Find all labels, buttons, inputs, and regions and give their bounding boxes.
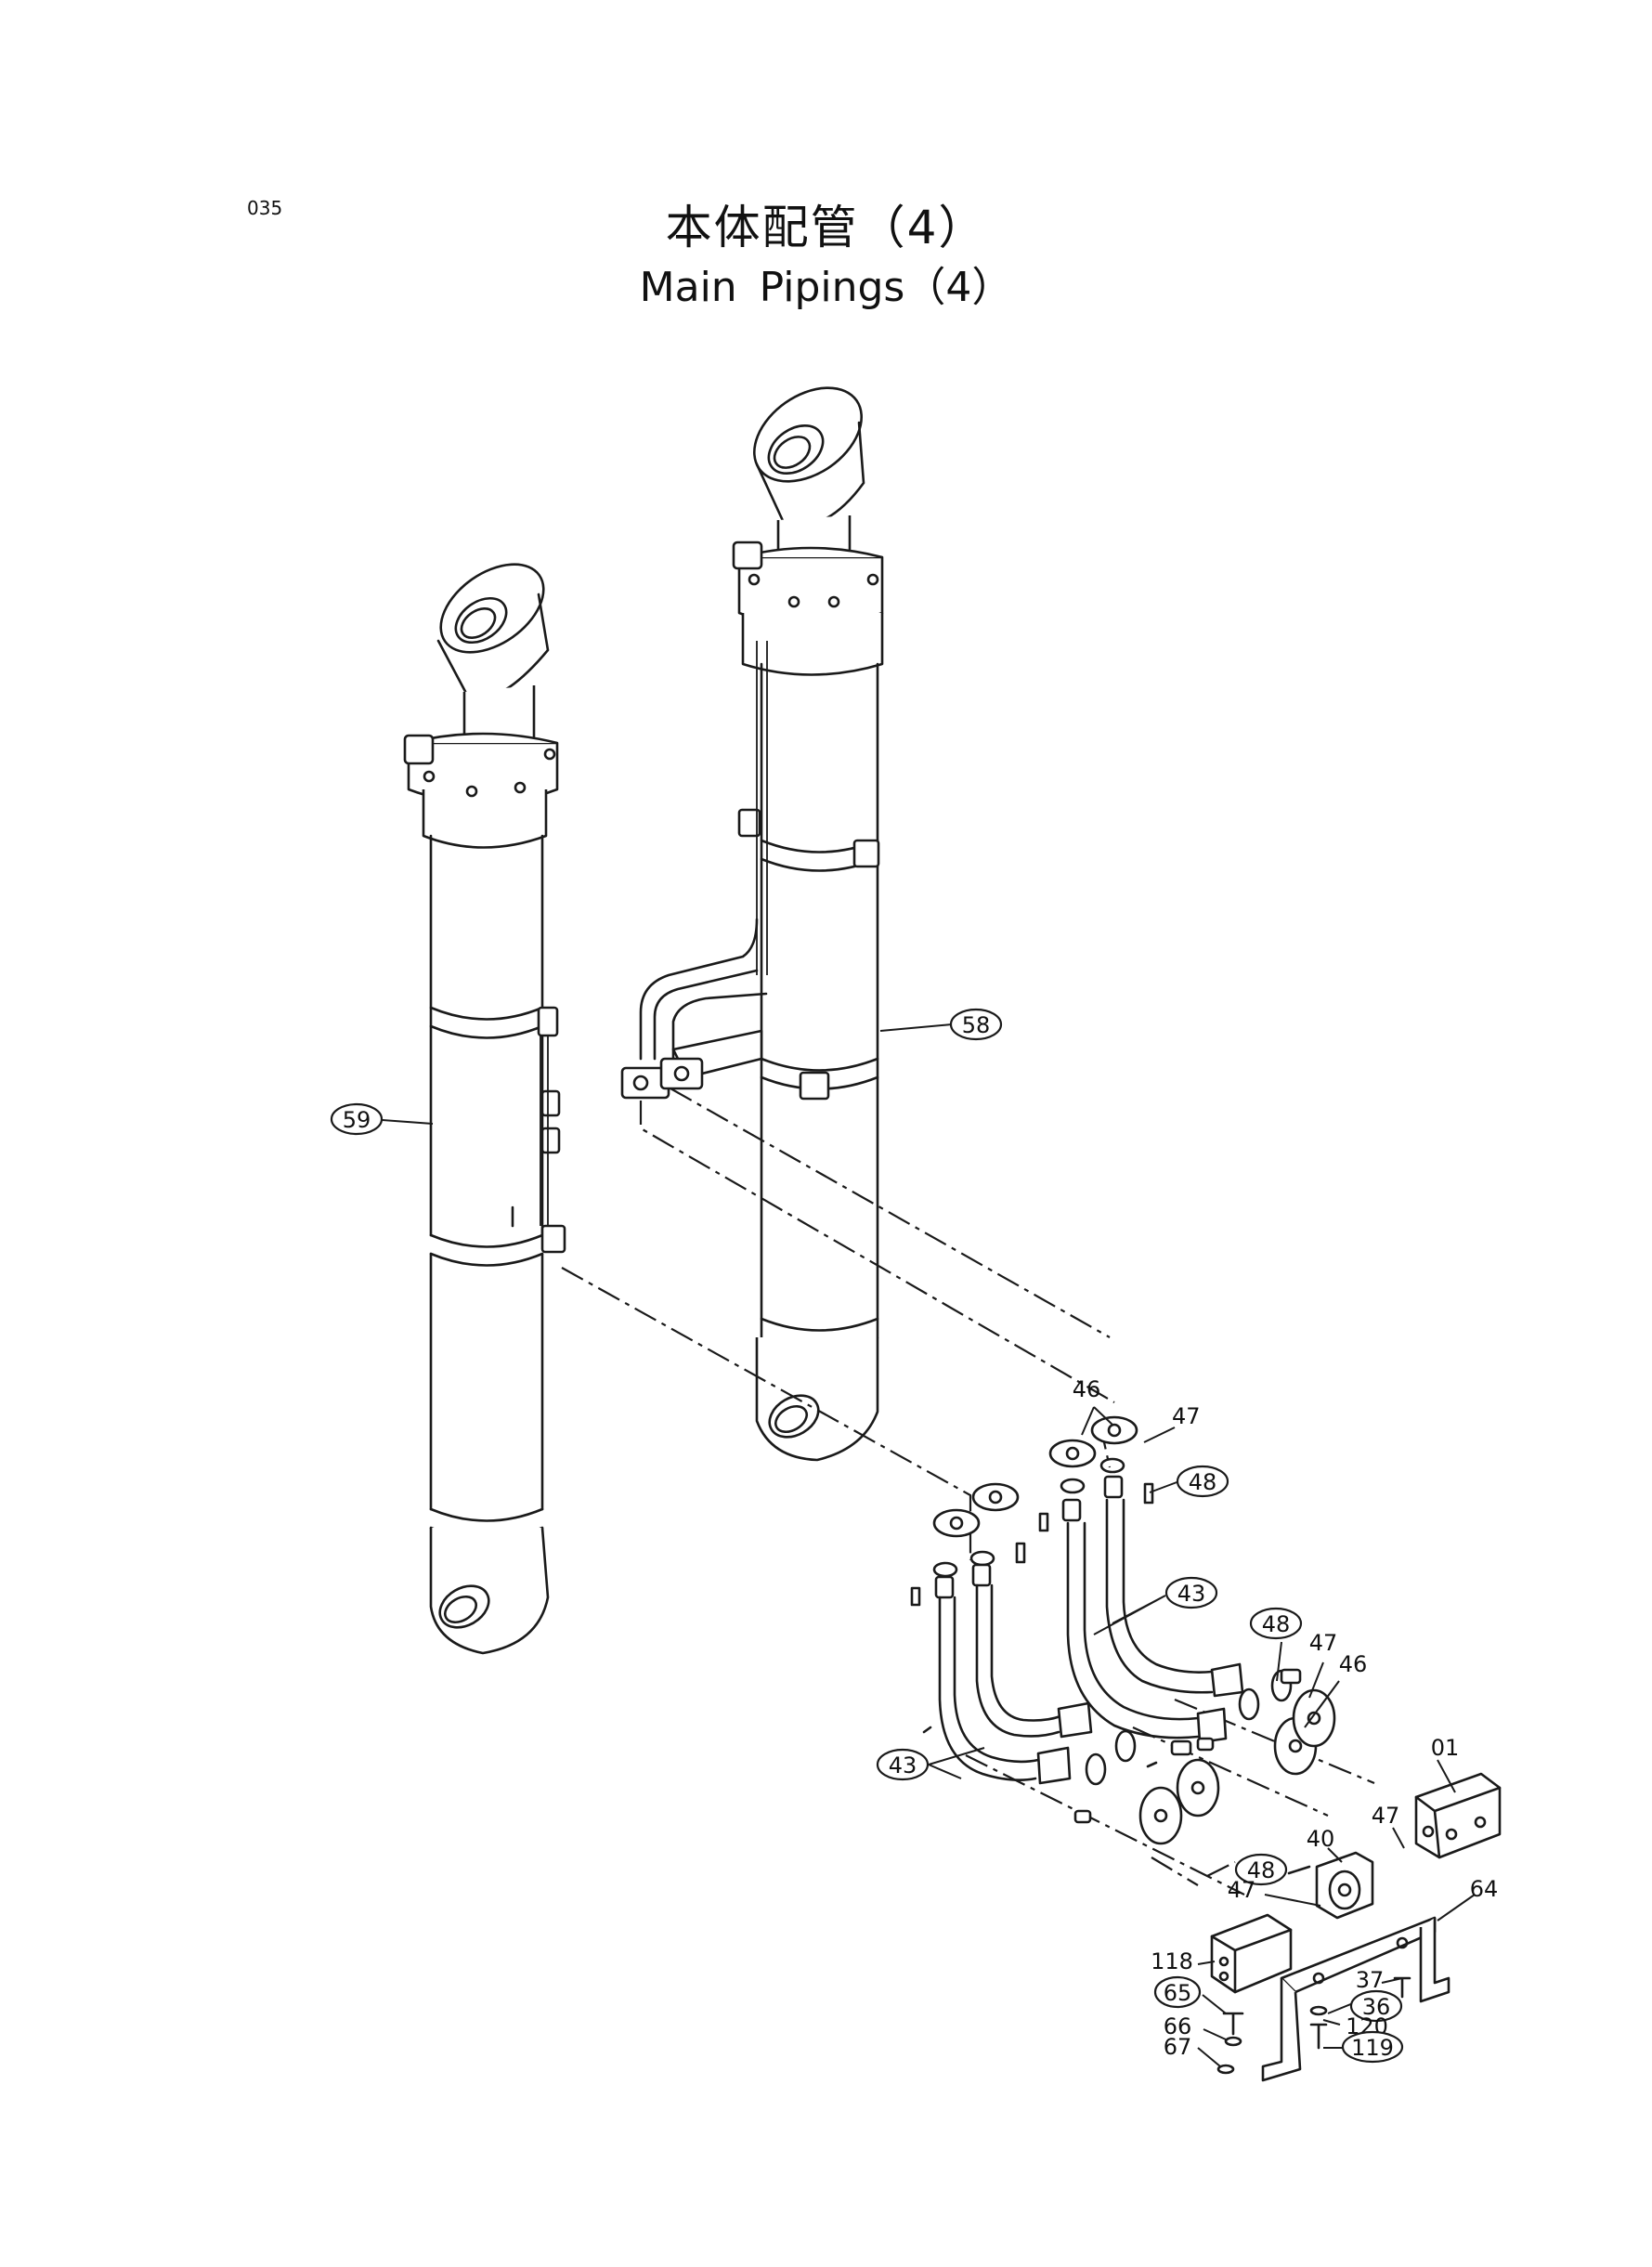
callout-40: 40 <box>1307 1826 1335 1852</box>
callout-48-upper: 48 <box>1189 1469 1217 1495</box>
callout-37: 37 <box>1356 1967 1385 1993</box>
callout-47-upper: 47 <box>1172 1403 1201 1429</box>
leader-lines <box>369 1023 1476 2067</box>
callout-58: 58 <box>962 1012 991 1038</box>
callout-43-lower-circle <box>876 1748 930 1781</box>
center-lines <box>561 1088 1375 1896</box>
callout-43-lower: 43 <box>889 1752 917 1778</box>
callout-48-mid-circle <box>1249 1607 1303 1640</box>
callout-48-upper-circle <box>1176 1465 1229 1498</box>
callout-36-circle <box>1349 1989 1403 2023</box>
title-english: Main Pipings（4） <box>639 264 1013 311</box>
callout-119: 119 <box>1351 2035 1394 2061</box>
callout-47-lower: 47 <box>1228 1877 1256 1903</box>
callout-65: 65 <box>1164 1980 1192 2006</box>
lower-hose-set <box>910 1482 1220 1845</box>
right-cylinder <box>620 386 884 1462</box>
callout-59: 59 <box>343 1107 371 1133</box>
callout-58-circle <box>949 1008 1003 1041</box>
page-number: 035 <box>247 197 283 219</box>
callout-118: 118 <box>1151 1948 1193 1974</box>
callout-67: 67 <box>1164 2034 1192 2060</box>
callout-66: 66 <box>1164 2013 1192 2039</box>
callout-01: 01 <box>1431 1735 1460 1761</box>
valve-blocks <box>922 1726 1502 2082</box>
callout-48-lower-circle <box>1234 1853 1288 1886</box>
callout-65-circle <box>1153 1975 1202 2009</box>
callout-59-circle <box>330 1102 384 1136</box>
callout-43-upper-circle <box>1164 1576 1218 1609</box>
callout-labels: 58 59 46 47 48 43 48 47 46 01 43 47 40 4… <box>330 1008 1499 2064</box>
title-japanese: 本体配管（4） <box>665 201 987 254</box>
callout-36: 36 <box>1362 1994 1391 2020</box>
callout-119-circle <box>1341 2030 1404 2064</box>
callout-48-lower: 48 <box>1247 1857 1276 1883</box>
callout-48-mid: 48 <box>1262 1611 1291 1637</box>
callout-43-upper: 43 <box>1177 1581 1206 1607</box>
callout-46-mid: 46 <box>1339 1651 1368 1677</box>
upper-hose-set <box>1038 1415 1336 1776</box>
callout-47-right: 47 <box>1372 1803 1400 1829</box>
callout-46-upper: 46 <box>1073 1376 1101 1402</box>
callout-64: 64 <box>1470 1876 1499 1902</box>
callout-47-mid: 47 <box>1309 1630 1338 1656</box>
left-cylinder <box>403 563 566 1655</box>
